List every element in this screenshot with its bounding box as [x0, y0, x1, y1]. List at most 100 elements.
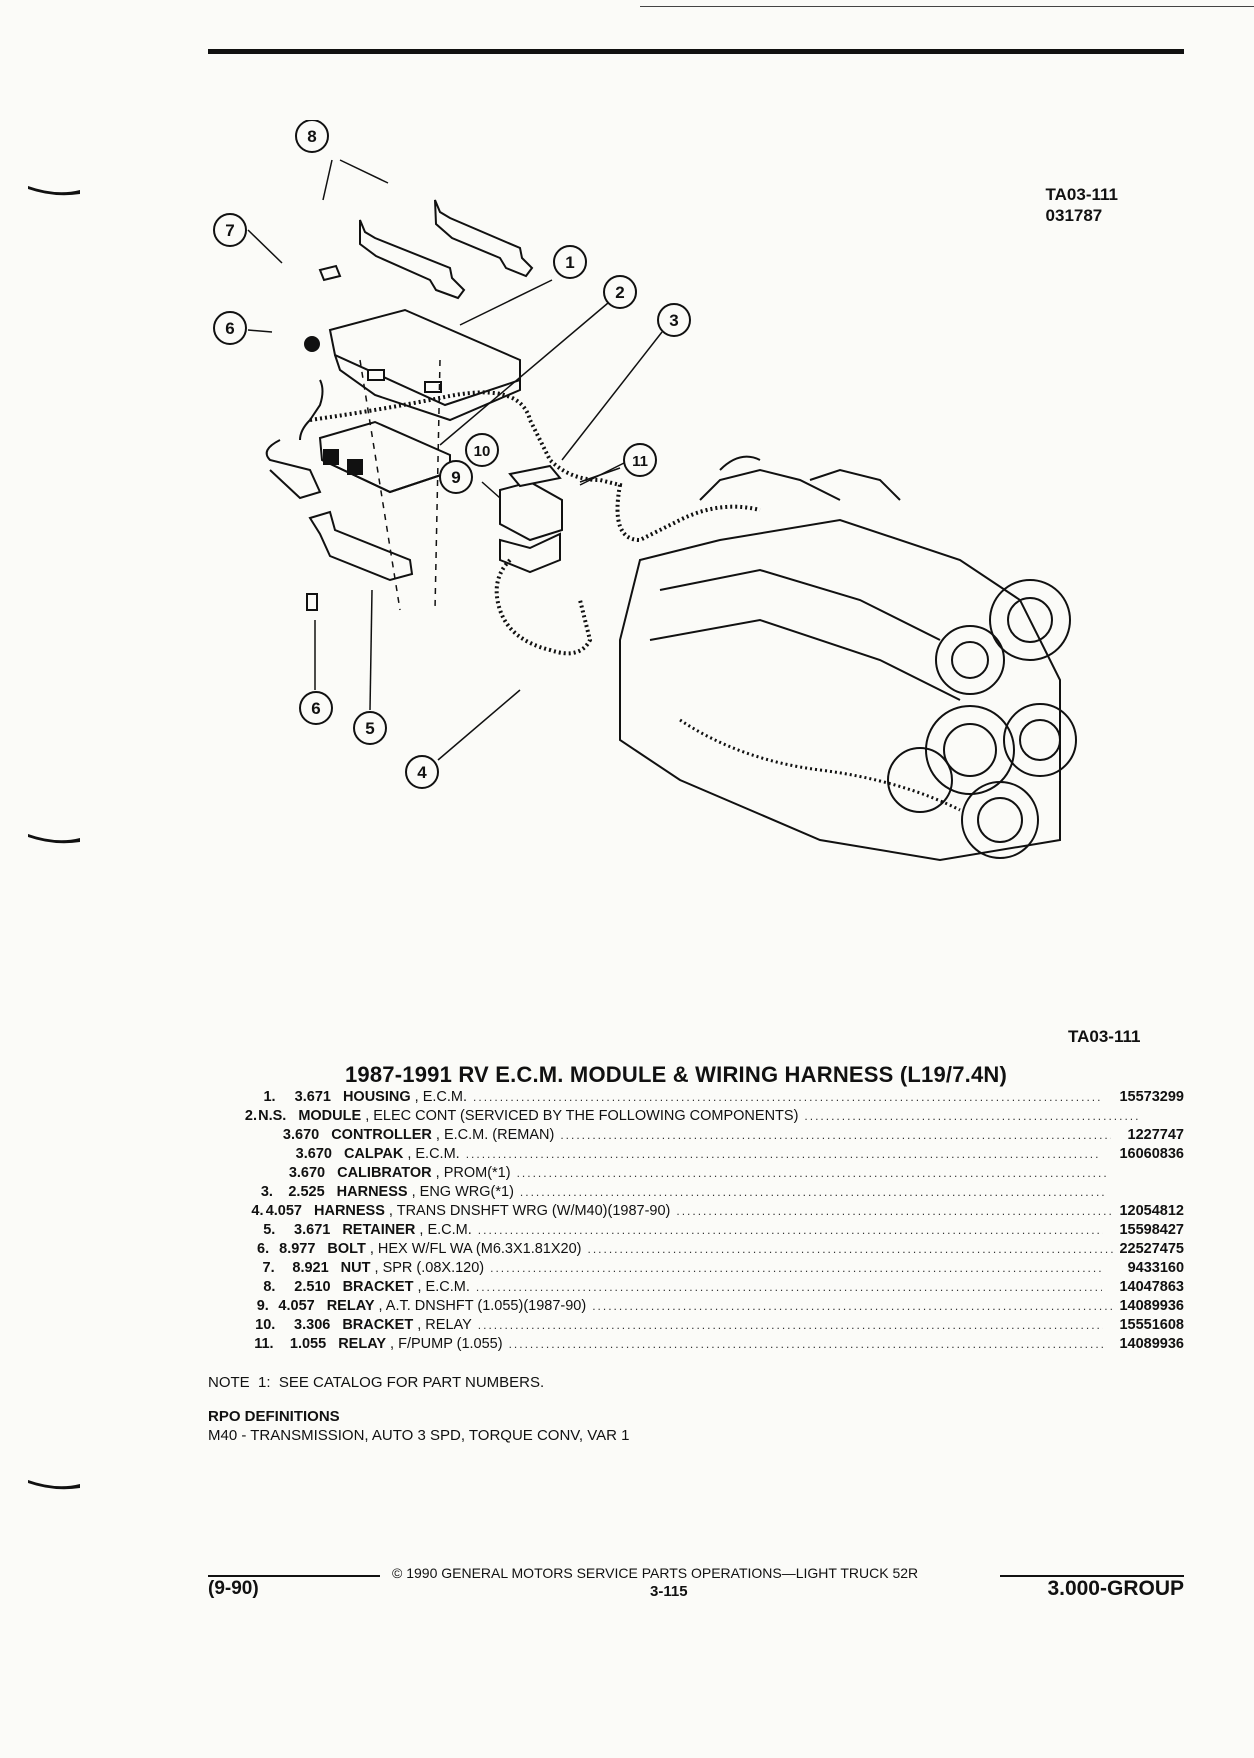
callout-9-label: 9 [451, 468, 460, 487]
figure-label: TA03-111 [1068, 1027, 1141, 1046]
callout-6-lower-label: 6 [311, 699, 320, 718]
callout-8-label: 8 [307, 127, 316, 146]
callout-5 [353, 711, 387, 745]
part-number: 14089936 [1119, 1336, 1184, 1352]
part-detail: , TRANS DNSHFT WRG (W/M40)(1987-90) [384, 1203, 671, 1219]
part-name: CALIBRATOR [337, 1165, 432, 1181]
top-thin-rule [640, 6, 1254, 7]
callout-6-label: 6 [225, 319, 234, 338]
part-number: 16060836 [1119, 1146, 1184, 1162]
group-code: 4.057 [278, 1298, 315, 1314]
group-code: 8.977 [279, 1241, 316, 1257]
item-number: 9. [256, 1298, 269, 1314]
part-detail: , E.C.M. [403, 1146, 460, 1162]
part-name: CONTROLLER [331, 1127, 432, 1143]
page-title: 1987-1991 RV E.C.M. MODULE & WIRING HARN… [345, 1062, 1007, 1087]
group-code: 4.057 [265, 1203, 302, 1219]
part-detail: , RELAY [413, 1317, 472, 1333]
part-number: 14047863 [1119, 1279, 1184, 1295]
controller-module-illustration [318, 420, 451, 494]
part-name: NUT [340, 1260, 371, 1276]
leader-lines [247, 159, 663, 761]
part-detail: , E.C.M. [410, 1089, 468, 1105]
item-number: 10. [255, 1317, 276, 1333]
part-description: CALPAK , E.C.M. [344, 1146, 460, 1162]
exploded-view-diagram: 8 7 6 1 2 3 10 9 11 6 5 4 [213, 120, 1077, 862]
leader-dots [517, 1166, 1107, 1180]
part-number: 9433160 [1127, 1260, 1185, 1276]
harness-connectors-illustration [265, 379, 324, 500]
footer-date-code: (9-90) [208, 1578, 259, 1599]
part-description: CONTROLLER , E.C.M. (REMAN) [331, 1127, 554, 1143]
bolt-illustration [306, 593, 318, 611]
callout-6 [213, 311, 247, 345]
part-description: MODULE , ELEC CONT (SERVICED BY THE FOLL… [298, 1108, 798, 1124]
figure-code: TA03-111 031787 [1046, 184, 1118, 226]
part-description: BRACKET , E.C.M. [343, 1279, 470, 1295]
group-code: 3.670 [295, 1146, 332, 1162]
group-code: 3.670 [282, 1127, 320, 1143]
part-detail: , ENG WRG(*1) [407, 1184, 514, 1200]
callout-4-label: 4 [417, 763, 427, 782]
header-rule [208, 49, 1184, 54]
item-number: 7. [262, 1260, 275, 1276]
engine-harness-illustration [309, 390, 761, 543]
footer-copyright: © 1990 GENERAL MOTORS SERVICE PARTS OPER… [392, 1565, 919, 1581]
binder-hole-mark-icon [26, 832, 82, 846]
part-name: CALPAK [343, 1146, 404, 1162]
leader-dots [478, 1318, 1103, 1332]
rpo-definition: M40 - TRANSMISSION, AUTO 3 SPD, TORQUE C… [208, 1427, 630, 1444]
leader-dots [520, 1185, 1107, 1199]
part-number: 15598427 [1119, 1222, 1184, 1238]
binder-hole-mark-icon [26, 1478, 82, 1492]
leader-dots [804, 1109, 1137, 1123]
item-number: 6. [257, 1241, 270, 1257]
catalog-note: NOTE 1: SEE CATALOG FOR PART NUMBERS. [208, 1374, 545, 1391]
engine-illustration [619, 455, 1077, 862]
part-row: 9. 4.057 RELAY , A.T. DNSHFT (1.055)(1987-… [236, 1298, 1184, 1317]
callout-2 [603, 275, 637, 309]
callout-3-label: 3 [669, 311, 678, 330]
group-code: 2.525 [288, 1184, 325, 1200]
relay-assembly-illustration [499, 464, 563, 574]
callout-3 [657, 303, 691, 337]
part-detail: , ELEC CONT (SERVICED BY THE FOLLOWING C… [361, 1108, 799, 1124]
part-row: 2.N.S.MODULE , ELEC CONT (SERVICED BY TH… [236, 1108, 1184, 1127]
part-detail: , PROM(*1) [431, 1165, 511, 1181]
callout-10 [465, 433, 499, 467]
part-row: 3.670 CONTROLLER , E.C.M. (REMAN) 1227747 [236, 1127, 1184, 1146]
callout-5-label: 5 [365, 719, 374, 738]
leader-dots [592, 1299, 1113, 1313]
item-number: 11. [254, 1336, 274, 1352]
part-name: BRACKET [342, 1317, 414, 1333]
leader-dots [473, 1090, 1102, 1104]
part-number: 1227747 [1127, 1127, 1184, 1143]
part-description: BRACKET , RELAY [342, 1317, 471, 1333]
ecm-housing-illustration [328, 308, 521, 422]
group-code: 2.510 [294, 1279, 331, 1295]
figure-code-line1: TA03-111 [1045, 185, 1118, 204]
callout-4 [405, 755, 439, 789]
callout-2-label: 2 [615, 283, 624, 302]
part-description: RELAY , A.T. DNSHFT (1.055)(1987-90) [327, 1298, 587, 1314]
part-description: NUT , SPR (.08X.120) [341, 1260, 484, 1276]
item-number: 3. [260, 1184, 273, 1200]
binder-hole-mark-icon [26, 184, 82, 198]
part-description: RETAINER , E.C.M. [342, 1222, 471, 1238]
item-number: 5. [263, 1222, 276, 1238]
group-code: 8.921 [292, 1260, 329, 1276]
callout-8 [295, 120, 329, 153]
part-name: BOLT [327, 1241, 366, 1257]
part-description: CALIBRATOR , PROM(*1) [337, 1165, 510, 1181]
part-detail: , E.C.M. (REMAN) [431, 1127, 555, 1143]
page-number: 3-115 [650, 1583, 688, 1600]
part-number: 15551608 [1119, 1317, 1184, 1333]
